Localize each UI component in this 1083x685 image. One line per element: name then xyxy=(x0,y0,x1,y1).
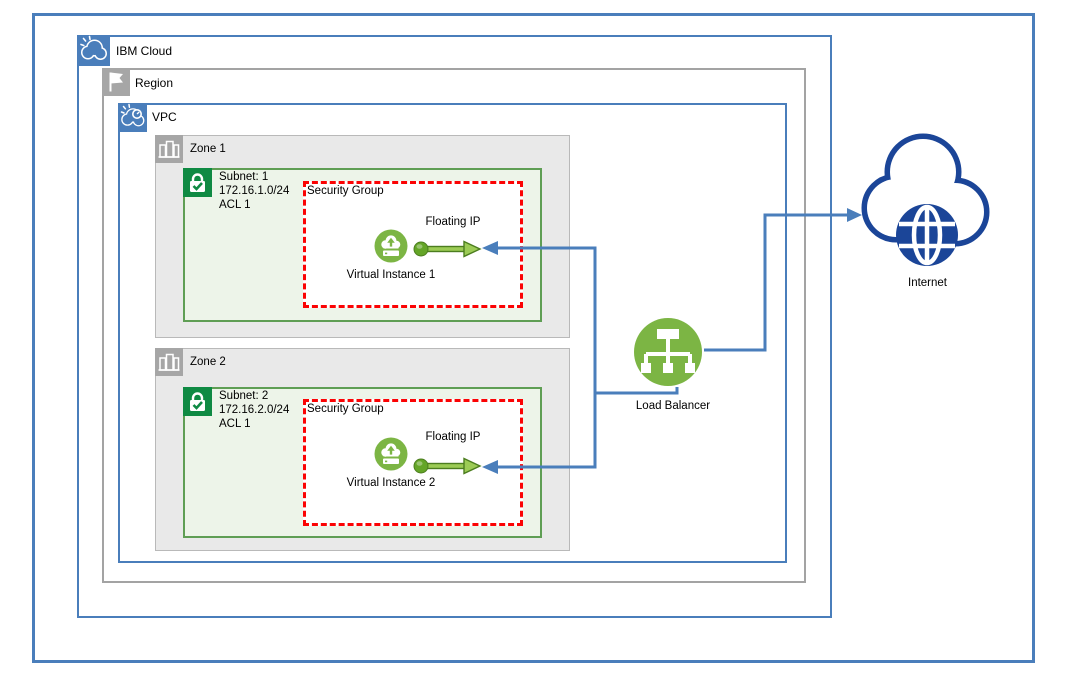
zone-label: Zone 1 xyxy=(190,143,226,155)
floating-ip-1-icon xyxy=(413,240,482,258)
region-flag-icon xyxy=(102,68,130,96)
virtual-instance-1-icon xyxy=(374,229,408,263)
subnet-1-lock-icon xyxy=(183,168,212,197)
subnet-cidr: 172.16.2.0/24 xyxy=(219,404,290,416)
zone-1-buildings-icon xyxy=(155,135,183,163)
subnet-1-text: Subnet: 1 172.16.1.0/24 ACL 1 xyxy=(219,170,289,212)
vpc-icon xyxy=(118,103,147,132)
vpc-label: VPC xyxy=(152,110,177,124)
subnet-acl: ACL 1 xyxy=(219,199,251,211)
virtual-instance-label: Virtual Instance 2 xyxy=(346,477,436,489)
subnet-2-text: Subnet: 2 172.16.2.0/24 ACL 1 xyxy=(219,389,289,431)
security-group-label: Security Group xyxy=(307,185,384,197)
ibm-cloud-icon xyxy=(77,35,110,66)
zone-2-buildings-icon xyxy=(155,348,183,376)
security-group-label: Security Group xyxy=(307,403,384,415)
subnet-cidr: 172.16.1.0/24 xyxy=(219,185,290,197)
load-balancer-icon xyxy=(634,318,702,386)
subnet-acl: ACL 1 xyxy=(219,418,251,430)
internet-cloud-icon xyxy=(861,133,990,266)
outer-frame xyxy=(32,13,1035,663)
ibm-cloud-label: IBM Cloud xyxy=(116,44,173,58)
load-balancer-label: Load Balancer xyxy=(635,400,711,412)
floating-ip-2-icon xyxy=(413,457,482,475)
internet-label: Internet xyxy=(908,277,947,289)
floating-ip-label: Floating IP xyxy=(425,431,481,443)
floating-ip-label: Floating IP xyxy=(425,216,481,228)
subnet-2-lock-icon xyxy=(183,387,212,416)
virtual-instance-2-icon xyxy=(374,437,408,471)
subnet-name: Subnet: 1 xyxy=(219,171,269,183)
subnet-name: Subnet: 2 xyxy=(219,390,269,402)
zone-label: Zone 2 xyxy=(190,356,226,368)
virtual-instance-label: Virtual Instance 1 xyxy=(346,269,436,281)
region-label: Region xyxy=(135,76,174,90)
